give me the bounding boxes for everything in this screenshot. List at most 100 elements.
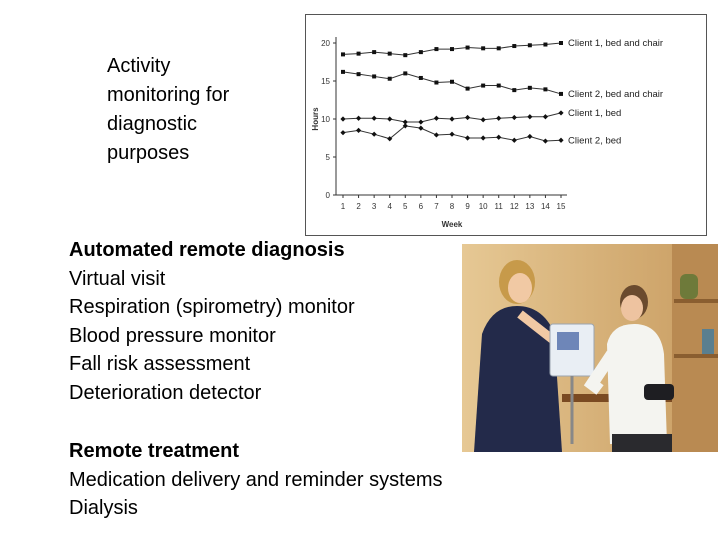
data-point	[403, 53, 408, 58]
data-point	[465, 45, 470, 50]
treatment-item: Dialysis	[69, 497, 138, 519]
x-tick-label: 11	[495, 202, 504, 211]
caption-line: purposes	[107, 142, 190, 164]
data-point	[418, 125, 424, 131]
data-point	[355, 127, 362, 133]
data-point	[341, 52, 345, 57]
data-point	[464, 135, 471, 141]
caption-line: monitoring for	[107, 84, 230, 106]
data-point	[542, 138, 549, 144]
activity-caption: Activity monitoring for diagnostic purpo…	[107, 52, 277, 168]
data-point	[418, 50, 423, 55]
caption-line: Activity	[107, 55, 171, 77]
data-point	[465, 86, 470, 91]
y-tick-label: 5	[326, 153, 331, 162]
data-point	[340, 130, 346, 136]
y-tick-label: 20	[321, 39, 330, 48]
data-point	[371, 115, 377, 121]
series-label: Client 1, bed	[568, 108, 621, 119]
data-point	[543, 42, 548, 47]
series-label: Client 2, bed	[568, 135, 621, 146]
x-tick-label: 3	[372, 202, 377, 211]
x-tick-label: 6	[419, 202, 424, 211]
data-point	[527, 43, 532, 48]
data-point	[558, 110, 564, 116]
data-point	[496, 46, 501, 51]
treatment-item: Medication delivery and reminder systems	[69, 468, 443, 491]
data-point	[340, 116, 346, 122]
data-point	[450, 47, 454, 52]
data-point	[434, 47, 439, 52]
treatment-section: Remote treatment Medication delivery and…	[69, 437, 539, 523]
data-point	[433, 132, 440, 138]
x-axis-label: Week	[442, 220, 463, 229]
x-tick-label: 14	[541, 202, 550, 211]
data-point	[496, 115, 502, 121]
data-point	[511, 114, 517, 121]
x-tick-label: 8	[450, 202, 455, 211]
data-point	[418, 75, 423, 80]
treatment-heading: Remote treatment	[69, 440, 240, 462]
data-point	[480, 135, 486, 141]
y-tick-label: 15	[321, 77, 330, 86]
data-point	[418, 119, 424, 125]
data-point	[387, 51, 392, 56]
y-tick-label: 0	[326, 191, 331, 200]
diagnosis-heading: Automated remote diagnosis	[69, 239, 345, 261]
data-point	[559, 41, 563, 45]
caption-line: diagnostic	[107, 113, 198, 135]
data-point	[403, 71, 408, 76]
data-point	[449, 116, 455, 122]
data-point	[496, 134, 502, 140]
x-tick-label: 13	[525, 202, 534, 211]
data-point	[372, 50, 377, 55]
data-point	[512, 88, 517, 93]
clinic-photo	[462, 244, 718, 452]
series-label: Client 2, bed and chair	[568, 89, 663, 100]
data-point	[511, 137, 517, 143]
data-point	[372, 74, 377, 79]
data-point	[450, 79, 454, 84]
data-point	[527, 133, 533, 140]
y-axis-label: Hours	[311, 107, 320, 131]
data-point	[356, 72, 361, 77]
diagnosis-section: Automated remote diagnosis Virtual visit…	[69, 236, 459, 407]
data-point	[480, 117, 486, 123]
data-point	[341, 69, 345, 74]
x-tick-label: 12	[510, 202, 519, 211]
diagnosis-item: Virtual visit	[69, 267, 166, 290]
x-tick-label: 10	[479, 202, 488, 211]
data-point	[543, 87, 548, 92]
data-point	[558, 137, 564, 143]
diagnosis-item: Respiration (spirometry) monitor	[69, 296, 355, 318]
data-point	[527, 85, 532, 90]
series-label: Client 1, bed and chair	[568, 38, 663, 49]
diagnosis-item: Blood pressure monitor	[69, 324, 276, 347]
data-point	[481, 83, 486, 88]
x-tick-label: 9	[465, 202, 470, 211]
data-point	[356, 51, 361, 56]
data-point	[542, 114, 549, 120]
x-tick-label: 2	[356, 202, 361, 211]
diagnosis-item: Deterioration detector	[69, 381, 262, 404]
clinic-photo-illustration	[462, 244, 718, 452]
data-point	[433, 115, 440, 121]
x-tick-label: 1	[341, 202, 346, 211]
x-tick-label: 5	[403, 202, 408, 211]
data-point	[387, 116, 393, 122]
data-point	[449, 131, 455, 137]
data-point	[387, 76, 392, 81]
data-point	[481, 46, 486, 51]
data-point	[512, 44, 517, 49]
x-tick-label: 4	[387, 202, 392, 211]
data-point	[559, 91, 563, 96]
x-tick-label: 15	[557, 202, 566, 211]
data-point	[527, 114, 533, 120]
data-point	[434, 80, 439, 85]
data-point	[371, 131, 377, 137]
data-point	[464, 114, 471, 121]
x-tick-label: 7	[434, 202, 439, 211]
data-point	[355, 115, 362, 121]
